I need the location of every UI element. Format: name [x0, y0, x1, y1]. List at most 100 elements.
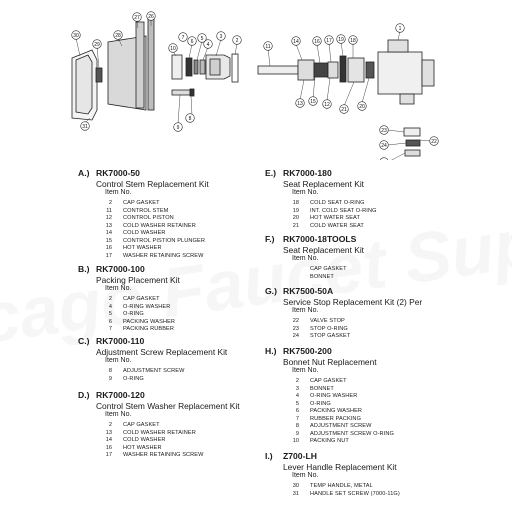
callout-label: 11 — [265, 44, 270, 50]
callout-4: 4 — [203, 39, 213, 49]
part-number: 19 — [292, 207, 299, 214]
kit-title: Lever Handle Replacement Kit — [283, 462, 397, 472]
part-number: 30 — [292, 483, 299, 489]
kit-letter: A.) — [78, 168, 90, 178]
part-row: 2 CAP GASKET — [78, 296, 338, 304]
callout-label: 10 — [170, 46, 176, 52]
kit-code: RK7000-18TOOLS — [283, 234, 357, 244]
item-no-label: Item No. — [105, 285, 132, 292]
kit-code: RK7000-110 — [96, 336, 145, 346]
part-row: CAP GASKET — [265, 266, 512, 274]
part-description: O-RING — [123, 311, 144, 317]
part-description: PACKING WASHER — [123, 318, 176, 325]
callout-12: 12 — [322, 99, 332, 109]
item-no-label: Item No. — [105, 411, 132, 418]
callout-21: 21 — [339, 104, 349, 114]
part-number: 23 — [292, 325, 299, 332]
kit-title: Seat Replacement Kit — [283, 179, 365, 189]
part-description: O-RING WASHER — [123, 303, 171, 310]
kit-code: Z700-LH — [283, 451, 317, 461]
part-number: 16 — [105, 245, 112, 251]
callout-label: 30 — [73, 33, 79, 39]
part-description: PACKING RUBBER — [123, 326, 175, 332]
kit-title: Control Stem Replacement Kit — [96, 179, 209, 189]
callout-30: 30 — [71, 30, 81, 40]
part-description: STOP O-RING — [310, 325, 348, 332]
kit-letter: E.) — [265, 168, 276, 178]
part-description: CAP GASKET — [123, 296, 160, 302]
part-description: PACKING WASHER — [310, 408, 363, 414]
kit-title: Bonnet Nut Replacement — [283, 357, 377, 367]
item-no-label: Item No. — [292, 189, 319, 196]
kit-letter: B.) — [78, 264, 90, 274]
callout-label: 19 — [338, 37, 344, 43]
callout-14: 14 — [291, 36, 301, 46]
kit-letter: C.) — [78, 336, 90, 346]
callout-label: 9 — [177, 125, 180, 131]
kit-letter: I.) — [265, 451, 273, 461]
part-description: STOP GASKET — [310, 333, 351, 339]
sleeve-part — [135, 21, 145, 109]
callout-28: 28 — [113, 30, 123, 40]
part-number: 8 — [108, 368, 112, 374]
callout-label: 24 — [381, 143, 387, 149]
callout-22: 22 — [429, 136, 439, 146]
callout-19: 19 — [336, 34, 346, 44]
part-description: CAP GASKET — [310, 378, 347, 384]
part-description: WASHER RETAINING SCREW — [123, 452, 204, 458]
callout-6: 6 — [187, 36, 197, 46]
callout-18: 18 — [348, 35, 358, 45]
part-row: 8 ADJUSTMENT SCREW — [78, 368, 338, 376]
callout-10: 10 — [168, 43, 178, 53]
part-number: 4 — [295, 393, 299, 399]
kit-letter: H.) — [265, 346, 277, 356]
part-row: 23 STOP O-RING — [265, 326, 512, 334]
callout-17: 17 — [324, 35, 334, 45]
callout-26: 26 — [146, 11, 156, 21]
part-number: 2 — [108, 296, 112, 302]
callout-label: 22 — [431, 139, 437, 145]
callout-label: 3 — [220, 34, 223, 40]
kit-code: RK7500-50A — [283, 286, 334, 296]
callout-15: 15 — [308, 96, 318, 106]
part-description: COLD WATER SEAT — [310, 222, 364, 229]
part-number: 14 — [105, 437, 112, 443]
part-description: O-RING — [310, 400, 331, 407]
part-description: RUBBER PACKING — [310, 415, 362, 422]
callout-23: 23 — [379, 125, 389, 135]
callout-label: 20 — [359, 104, 365, 110]
part-description: CAP GASKET — [123, 422, 160, 428]
callout-label: 13 — [297, 101, 303, 107]
callout-label: 29 — [94, 42, 100, 48]
callout-11: 11 — [263, 41, 273, 51]
part-description: COLD WASHER RETAINER — [123, 429, 196, 436]
part-description: HANDLE SET SCREW (7000-11G) — [310, 490, 400, 497]
part-number: 10 — [292, 438, 299, 444]
part-description: HOT WASHER — [123, 444, 162, 451]
callout-27: 27 — [132, 12, 142, 22]
callout-25: 25 — [379, 157, 389, 160]
adjustment-screw-part — [171, 89, 191, 96]
part-number: 13 — [105, 222, 112, 229]
part-number: 14 — [105, 230, 112, 236]
part-description: ADJUSTMENT SCREW — [123, 368, 185, 374]
part-description: CONTROL PISTION PLUNGER — [123, 237, 205, 244]
